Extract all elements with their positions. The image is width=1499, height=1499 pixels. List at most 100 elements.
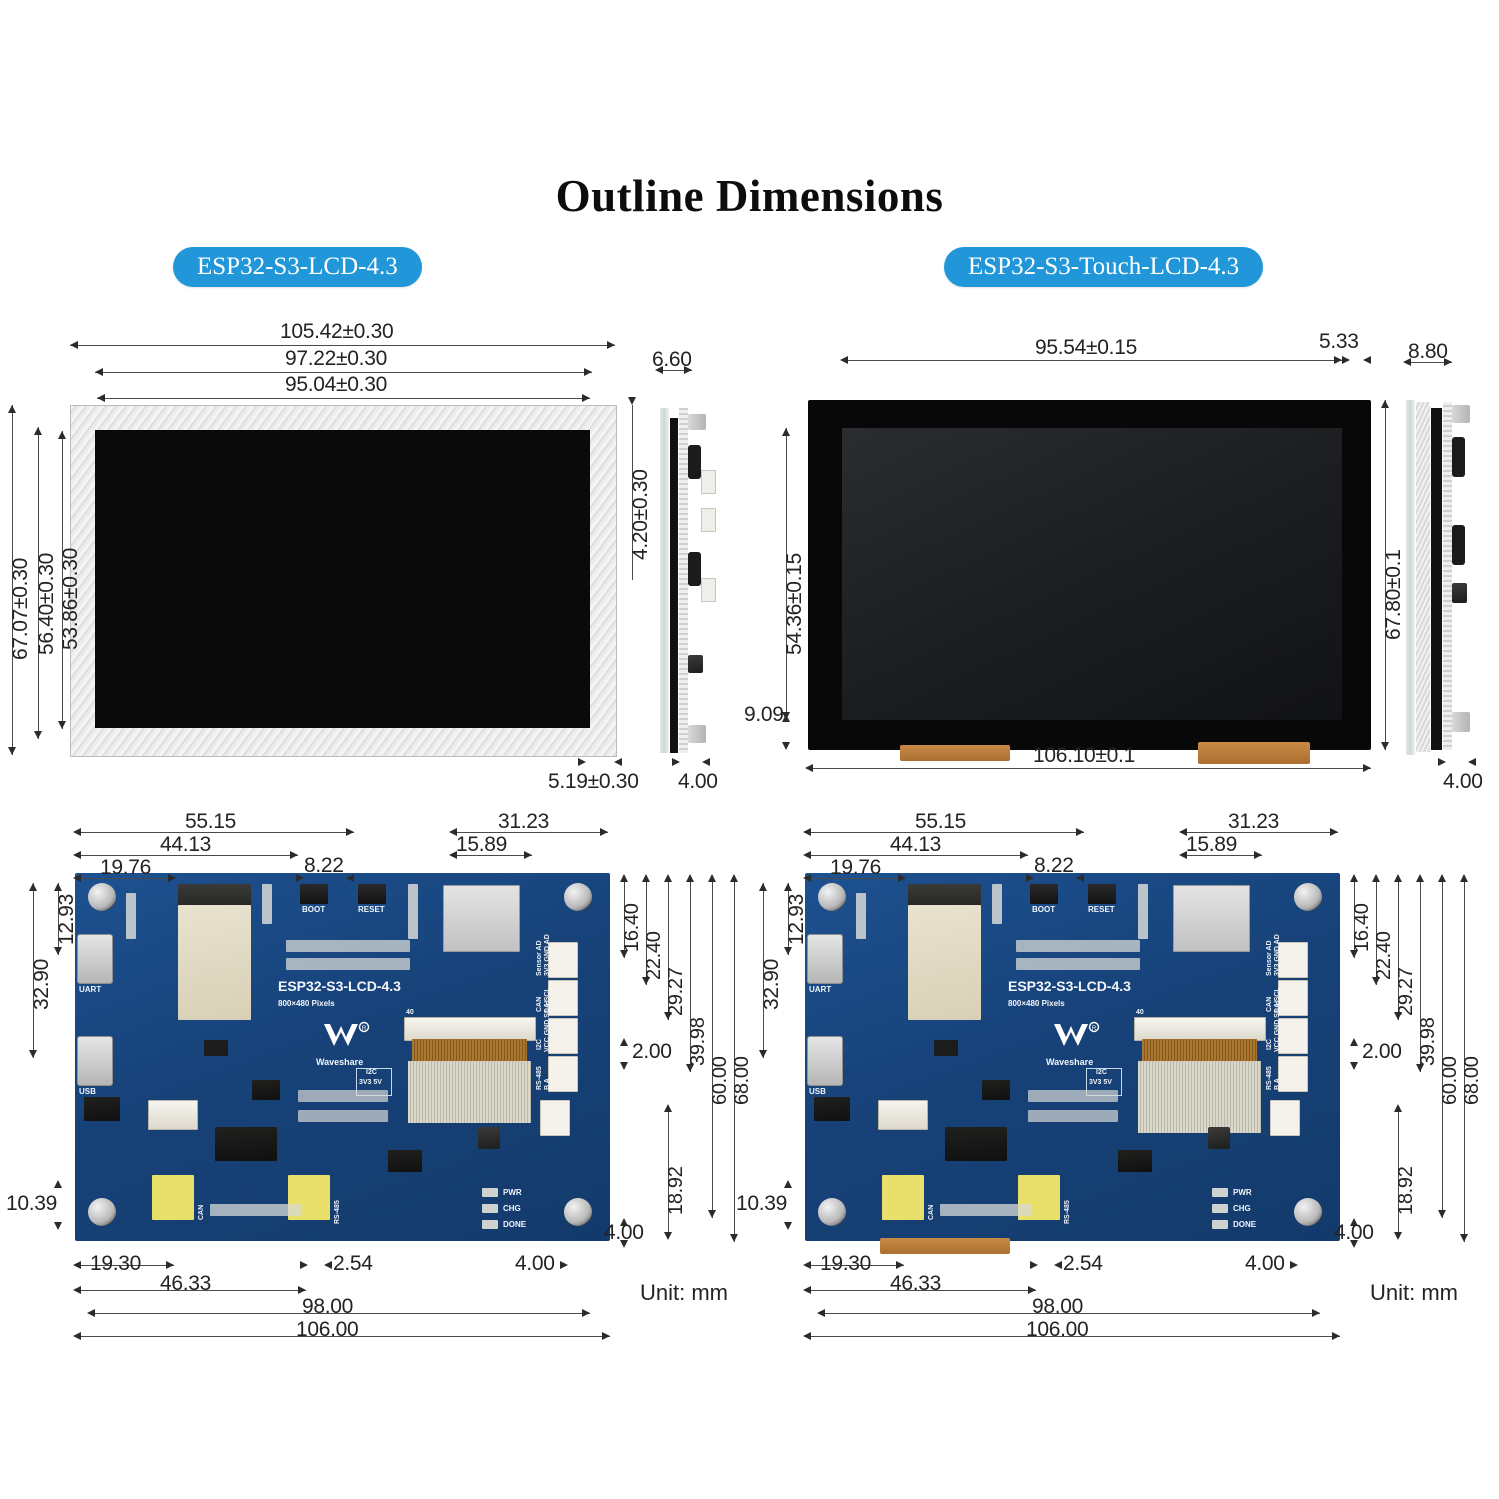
dim-line-60-00 (1442, 880, 1443, 1218)
barrel-connector-side (1452, 712, 1470, 732)
microsd-card-slot (443, 885, 520, 952)
boot-button[interactable] (300, 884, 328, 904)
dim-side-thickness: 6.60 (652, 348, 692, 371)
dim-arrow-down (620, 1062, 628, 1070)
dim-arrow-down (1350, 1240, 1358, 1248)
dim-arrow-up (1350, 874, 1358, 882)
dim-arrow-up (730, 874, 738, 882)
side-foam-layer (1416, 402, 1430, 752)
dim-arrow-right (1020, 851, 1028, 859)
dim-line-12-93 (788, 883, 789, 955)
pwr-led (482, 1188, 498, 1197)
dim-46-33: 46.33 (160, 1272, 212, 1295)
pcb-silk-subtitle: 800×480 Pixels (1008, 999, 1065, 1008)
i2c-connector (548, 1018, 578, 1054)
side-pcb-layer (679, 408, 688, 753)
dim-8-22: 8.22 (304, 854, 344, 877)
dim-12-93: 12.93 (785, 893, 808, 945)
dim-arrow-right (1290, 1261, 1298, 1269)
dim-width-outer: 105.42±0.30 (280, 320, 394, 343)
dim-arrow-right (600, 828, 608, 836)
dim-arrow-right (582, 394, 590, 402)
dim-arrow-left (803, 851, 811, 859)
dim-arrow-left (87, 1309, 95, 1317)
i2c-pins-label: VCC GND SDA SCL (1274, 987, 1281, 1052)
jst-connector-side (701, 470, 716, 494)
dim-line-32-90 (763, 883, 764, 1058)
side-pcb-layer (1443, 402, 1452, 750)
ic-chip (84, 1097, 120, 1121)
pcb-silk-subtitle: 800×480 Pixels (278, 999, 335, 1008)
pad-row (298, 1110, 388, 1122)
dim-line-18-92 (668, 1108, 669, 1238)
touch-fpc-tail (880, 1238, 1010, 1254)
esp32-s3-module (178, 905, 251, 1020)
sensor-ad-connector (1278, 942, 1308, 978)
dim-arrow-up (1394, 874, 1402, 882)
inductor-side (1452, 583, 1467, 603)
waveshare-brand-label: Waveshare (1046, 1057, 1094, 1067)
power-silk-line1: I2C (366, 1069, 377, 1076)
side-black-layer (1431, 408, 1442, 750)
dim-line-15-89 (1182, 855, 1262, 856)
dim-arrow-left (73, 874, 81, 882)
sensor-ad-connector (548, 942, 578, 978)
sensor-ad-connector-label: Sensor AD (536, 940, 543, 976)
dim-arrow-left (805, 764, 813, 772)
dim-39-98: 39.98 (1417, 1017, 1439, 1066)
i2c-connector-label: I2C (536, 1039, 543, 1050)
can-connector (548, 980, 578, 1016)
boot-button[interactable] (1030, 884, 1058, 904)
i2c-connector-label: I2C (1266, 1039, 1273, 1050)
dim-arrow-right (684, 366, 692, 374)
esp32-s3-module (908, 905, 981, 1020)
dim-arrow-up (1350, 1038, 1358, 1046)
aux-connector (1270, 1100, 1300, 1136)
dim-arrow-down (759, 1050, 767, 1058)
dim-arrow-left (1179, 851, 1187, 859)
dim-line-105-42 (70, 345, 615, 346)
dim-arrow-down (1381, 742, 1389, 750)
dim-arrow-up (54, 1180, 62, 1188)
jst-connector-side (701, 508, 716, 532)
power-inductor (1208, 1127, 1230, 1149)
dim-8-22: 8.22 (1034, 854, 1074, 877)
dim-19-76: 19.76 (830, 856, 882, 879)
dim-line-39-98 (1420, 880, 1421, 1072)
dim-19-30: 19.30 (820, 1252, 872, 1275)
dim-arrow-right (524, 851, 532, 859)
dim-arrow-left (1054, 1261, 1062, 1269)
dim-line-46-33 (76, 1290, 306, 1291)
dim-arrow-right (168, 874, 176, 882)
dim-bottom-offset: 5.19±0.30 (548, 770, 639, 793)
pad-row (286, 958, 410, 970)
dim-arrow-right (560, 1261, 568, 1269)
pad-row (992, 884, 1002, 924)
dim-line-12-93 (58, 883, 59, 955)
uart-port-label: UART (79, 985, 102, 994)
dim-2-54: 2.54 (1063, 1252, 1103, 1275)
pad-row (1138, 884, 1148, 939)
sensor-ad-pins-label: 3V3 GND AD (1274, 934, 1281, 976)
reset-button[interactable] (1088, 884, 1116, 904)
dim-98-00: 98.00 (1032, 1295, 1084, 1318)
ffc-connector (404, 1017, 536, 1041)
dim-16-40: 16.40 (621, 903, 643, 952)
pwr-led-label: PWR (1233, 1188, 1252, 1197)
ic-chip (945, 1127, 1007, 1161)
small-ffc-connector (878, 1100, 928, 1130)
pcb-silk-title: ESP32-S3-LCD-4.3 (278, 978, 401, 994)
pad-row (262, 884, 272, 924)
dim-31-23: 31.23 (1228, 810, 1280, 833)
reset-button[interactable] (358, 884, 386, 904)
dim-arrow-up (1416, 874, 1424, 882)
dim-arrow-down (1350, 950, 1358, 958)
dim-arrow-left (614, 758, 622, 766)
dim-arrow-right (1026, 874, 1034, 882)
dim-arrow-right (584, 368, 592, 376)
dim-arrow-right (1312, 1309, 1320, 1317)
lcd-active-area (95, 430, 590, 728)
ffc-ribbon-contacts (412, 1039, 527, 1061)
dim-side-thickness: 8.80 (1408, 340, 1448, 363)
dim-arrow-down (8, 747, 16, 755)
